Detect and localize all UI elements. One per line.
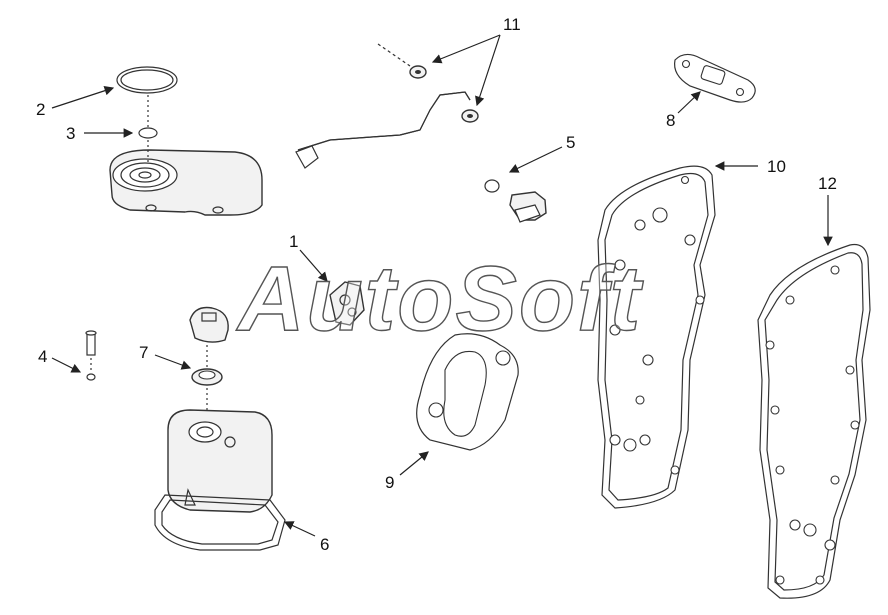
callout-6: 6 — [320, 535, 329, 554]
filter-head — [109, 95, 263, 216]
callout-8: 8 — [666, 111, 675, 130]
callout-labels: 1 2 3 4 5 6 7 8 9 10 11 12 — [36, 15, 837, 554]
callout-7: 7 — [139, 343, 148, 362]
part-12-gasket — [757, 243, 871, 599]
watermark-text: AutoSoft — [236, 248, 644, 350]
part-9-gasket — [416, 333, 519, 451]
part-10-gasket — [597, 165, 716, 509]
part-5-plug — [484, 179, 547, 223]
callout-10: 10 — [767, 157, 786, 176]
callout-9: 9 — [385, 473, 394, 492]
part-3-seal — [138, 127, 158, 139]
part-7-filler-cap — [189, 306, 229, 412]
part-11-tube-assembly — [295, 43, 479, 169]
callout-5: 5 — [566, 133, 575, 152]
part-4-bolt — [85, 330, 97, 381]
part-8-gasket — [673, 53, 756, 103]
callout-2: 2 — [36, 100, 45, 119]
callout-12: 12 — [818, 174, 837, 193]
leader-lines — [51, 34, 833, 537]
part-1-valve — [329, 281, 365, 326]
part-2-o-ring — [116, 66, 178, 94]
callout-4: 4 — [38, 347, 47, 366]
callout-1: 1 — [289, 232, 298, 251]
part-6-housing — [154, 409, 286, 551]
callout-3: 3 — [66, 124, 75, 143]
callout-11: 11 — [503, 15, 521, 34]
